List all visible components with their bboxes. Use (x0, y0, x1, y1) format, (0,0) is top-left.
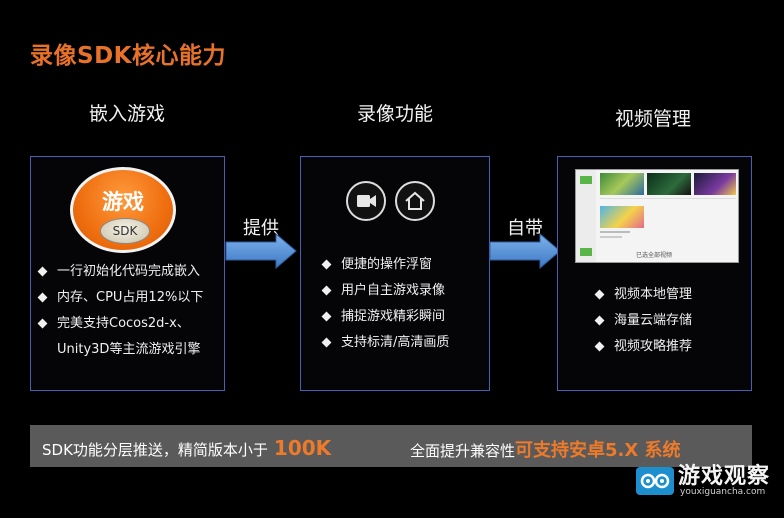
column-heading-embed: 嵌入游戏 (88, 103, 165, 125)
video-camera-icon (346, 181, 386, 221)
record-bullet-list: 便捷的操作浮窗 用户自主游戏录像 捕捉游戏精彩瞬间 支持标清/高清画质 (319, 252, 449, 356)
bottom-banner: SDK功能分层推送，精简版本小于 100K 全面提升兼容性可支持安卓5.X 系统 (30, 425, 752, 467)
list-item: 视频本地管理 (592, 282, 692, 308)
list-item: 支持标清/高清画质 (319, 330, 449, 356)
banner-left-highlight: 100K (273, 436, 332, 460)
page-title: 录像SDK核心能力 (30, 43, 226, 69)
list-item: 完美支持Cocos2d-x、 (35, 311, 203, 337)
banner-left-text: SDK功能分层推送，精简版本小于 (42, 441, 268, 459)
game-badge-label: 游戏 (102, 190, 144, 214)
arrow-label-builtin: 自带 (507, 218, 543, 239)
column-heading-manage: 视频管理 (614, 108, 691, 130)
watermark-logo-icon (636, 467, 674, 495)
right-arrow-icon (225, 232, 297, 270)
banner-right-highlight: 可支持安卓5.X 系统 (515, 440, 681, 461)
screenshot-caption: 已选全部视频 (636, 252, 673, 259)
list-item: 内存、CPU占用12%以下 (35, 285, 203, 311)
list-item: Unity3D等主流游戏引擎 (57, 342, 201, 357)
banner-left: SDK功能分层推送，精简版本小于 100K (42, 436, 331, 460)
embed-bullet-list: 一行初始化代码完成嵌入 内存、CPU占用12%以下 完美支持Cocos2d-x、… (35, 259, 203, 363)
record-panel: 便捷的操作浮窗 用户自主游戏录像 捕捉游戏精彩瞬间 支持标清/高清画质 (300, 156, 490, 391)
column-heading-record: 录像功能 (356, 103, 433, 125)
right-arrow-icon (489, 232, 561, 270)
banner-right-text: 全面提升兼容性 (410, 442, 516, 460)
game-badge: 游戏 SDK (70, 167, 176, 253)
banner-right: 全面提升兼容性可支持安卓5.X 系统 (410, 436, 681, 462)
arrow-label-provide: 提供 (243, 218, 279, 239)
sdk-pill: SDK (100, 218, 150, 244)
app-screenshot: 已选全部视频 (575, 169, 739, 263)
list-item: 用户自主游戏录像 (319, 278, 449, 304)
embed-game-panel: 游戏 SDK 一行初始化代码完成嵌入 内存、CPU占用12%以下 完美支持Coc… (30, 156, 225, 391)
manage-bullet-list: 视频本地管理 海量云端存储 视频攻略推荐 (592, 282, 692, 360)
watermark-url: youxiguancha.com (680, 487, 766, 497)
watermark-name: 游戏观察 (678, 464, 771, 489)
list-item: 便捷的操作浮窗 (319, 252, 449, 278)
list-item: 海量云端存储 (592, 308, 692, 334)
home-icon (395, 181, 435, 221)
list-item: 捕捉游戏精彩瞬间 (319, 304, 449, 330)
video-manage-panel: 已选全部视频 视频本地管理 海量云端存储 视频攻略推荐 (557, 156, 752, 391)
list-item: 一行初始化代码完成嵌入 (35, 259, 203, 285)
list-item: 视频攻略推荐 (592, 334, 692, 360)
